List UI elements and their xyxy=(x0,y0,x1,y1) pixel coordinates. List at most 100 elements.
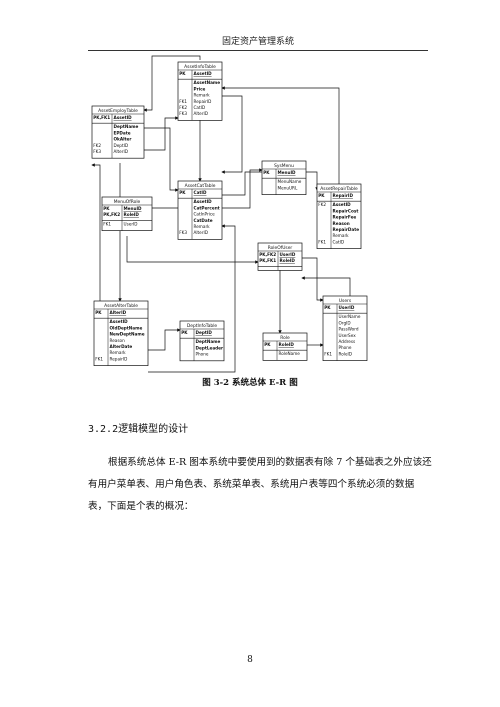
entity-field: Reason xyxy=(333,221,350,226)
entity-title: RoleOfUser xyxy=(268,245,293,251)
relationship-line xyxy=(148,224,236,373)
entity-field: AssetID xyxy=(114,115,133,120)
entity-title: Role xyxy=(280,335,290,341)
entity-key: FK2 xyxy=(93,143,101,148)
entity-field: AssetID xyxy=(333,202,352,207)
relationship-line xyxy=(126,236,259,264)
relationship-line xyxy=(144,116,179,151)
entity-key: PK xyxy=(95,310,102,315)
entity-key: FK1 xyxy=(179,99,187,104)
entity-field: AlterID xyxy=(114,149,128,154)
entity-key: FK1 xyxy=(103,221,111,226)
section-title: 3.2.2逻辑模型的设计 xyxy=(88,424,189,435)
entity-field: MenuName xyxy=(278,179,302,184)
entity-title: AssetInfoTable xyxy=(184,64,216,70)
entity-field: DeptName xyxy=(114,124,139,129)
entity-field: CatID xyxy=(333,239,345,244)
entity-field: Reason xyxy=(110,338,126,343)
entity-title: MenuOfRole xyxy=(114,199,141,205)
relationship-line xyxy=(221,95,243,174)
entity-field: MenuID xyxy=(124,206,143,211)
entity-field: Phone xyxy=(196,352,209,357)
entity-field: RepairCost xyxy=(333,208,359,213)
entity-key: PK xyxy=(181,330,188,335)
entity-field: Remark xyxy=(194,93,211,98)
entity-field: AssetID xyxy=(194,71,213,76)
entity-field: CatDate xyxy=(194,218,213,223)
entity-field: Remark xyxy=(110,350,127,355)
entity-field: CatPercent xyxy=(194,205,220,210)
entity-field: CatInPrice xyxy=(194,212,216,217)
entity-title: AssetCatTable xyxy=(185,183,216,189)
entity-key: PK xyxy=(318,193,325,198)
entity-field: MenuURL xyxy=(278,185,298,190)
entity-field: UserID xyxy=(280,252,296,257)
relationship-line xyxy=(301,276,351,296)
entity-field: DeptID xyxy=(114,143,129,148)
entity-field: RepairID xyxy=(333,193,354,198)
entity-field: RoleID xyxy=(280,258,296,263)
entity-key: PK xyxy=(179,190,186,195)
relationship-line xyxy=(302,257,324,302)
body-paragraph: 根据系统总体 E-R 图本系统中要使用到的数据表有除 7 个基础表之外应该还有用… xyxy=(88,457,432,512)
entity-key: PK xyxy=(263,170,270,175)
entity-key: PK,FK1 xyxy=(93,115,110,120)
entity-field: AssetID xyxy=(194,199,213,204)
header-rule xyxy=(88,50,428,51)
entity-key: PK xyxy=(264,342,271,347)
entity-field: AssetName xyxy=(194,80,221,85)
entity-key: PK xyxy=(324,305,331,310)
entity-field: OldDeptName xyxy=(110,325,143,330)
entity-field: UserID xyxy=(124,221,138,226)
entity-field: RepairDate xyxy=(333,227,360,232)
figure-caption: 图 3-2 系统总体 E-R 图 xyxy=(202,378,298,388)
entity-field: AlterDate xyxy=(110,344,133,349)
entity-field: Price xyxy=(194,86,206,91)
relationship-line xyxy=(148,328,181,351)
entity-key: FK3 xyxy=(179,111,187,116)
page-number: 8 xyxy=(247,655,253,665)
relationship-line xyxy=(222,171,319,196)
entity-field: CatID xyxy=(194,190,207,195)
entity-field: AlterID xyxy=(110,310,127,315)
entity-title: AssetAlterTable xyxy=(104,303,138,309)
entity-field: Phone xyxy=(339,345,352,350)
entity-key: PK xyxy=(103,206,110,211)
entity-key: FK1 xyxy=(318,239,326,244)
entity-field: DeptID xyxy=(196,330,213,335)
entity-field: DeptLeader xyxy=(196,345,224,350)
entity-title: AssetRepairTable xyxy=(320,186,358,192)
entity-title: SysMenu xyxy=(274,163,294,169)
entity-field: RepairID xyxy=(194,99,212,104)
relationship-line xyxy=(221,86,340,184)
entity-field: RoleID xyxy=(279,342,295,347)
entity-field: UserName xyxy=(339,314,361,319)
relationship-line xyxy=(143,55,201,112)
entity-field: RoleID xyxy=(124,212,140,217)
entity-title: AssetEmployTable xyxy=(98,108,138,114)
entity-field: Address xyxy=(339,339,356,344)
entity-field: RoleID xyxy=(339,351,352,356)
entity-field: Remark xyxy=(333,233,350,238)
entity-key: FK1 xyxy=(324,351,332,356)
entity-field: AlterID xyxy=(194,230,208,235)
entity-key: PK,FK2 xyxy=(103,212,120,217)
entity-field: EPDate xyxy=(114,130,131,135)
relationship-line xyxy=(144,127,179,192)
entity-field: AssetID xyxy=(110,319,129,324)
entity-key: FK2 xyxy=(318,202,326,207)
entity-field: PassWord xyxy=(339,327,359,332)
entity-field: NewDeptName xyxy=(110,332,145,337)
entity-field: CatID xyxy=(194,105,206,110)
entity-key: FK1 xyxy=(95,356,103,361)
